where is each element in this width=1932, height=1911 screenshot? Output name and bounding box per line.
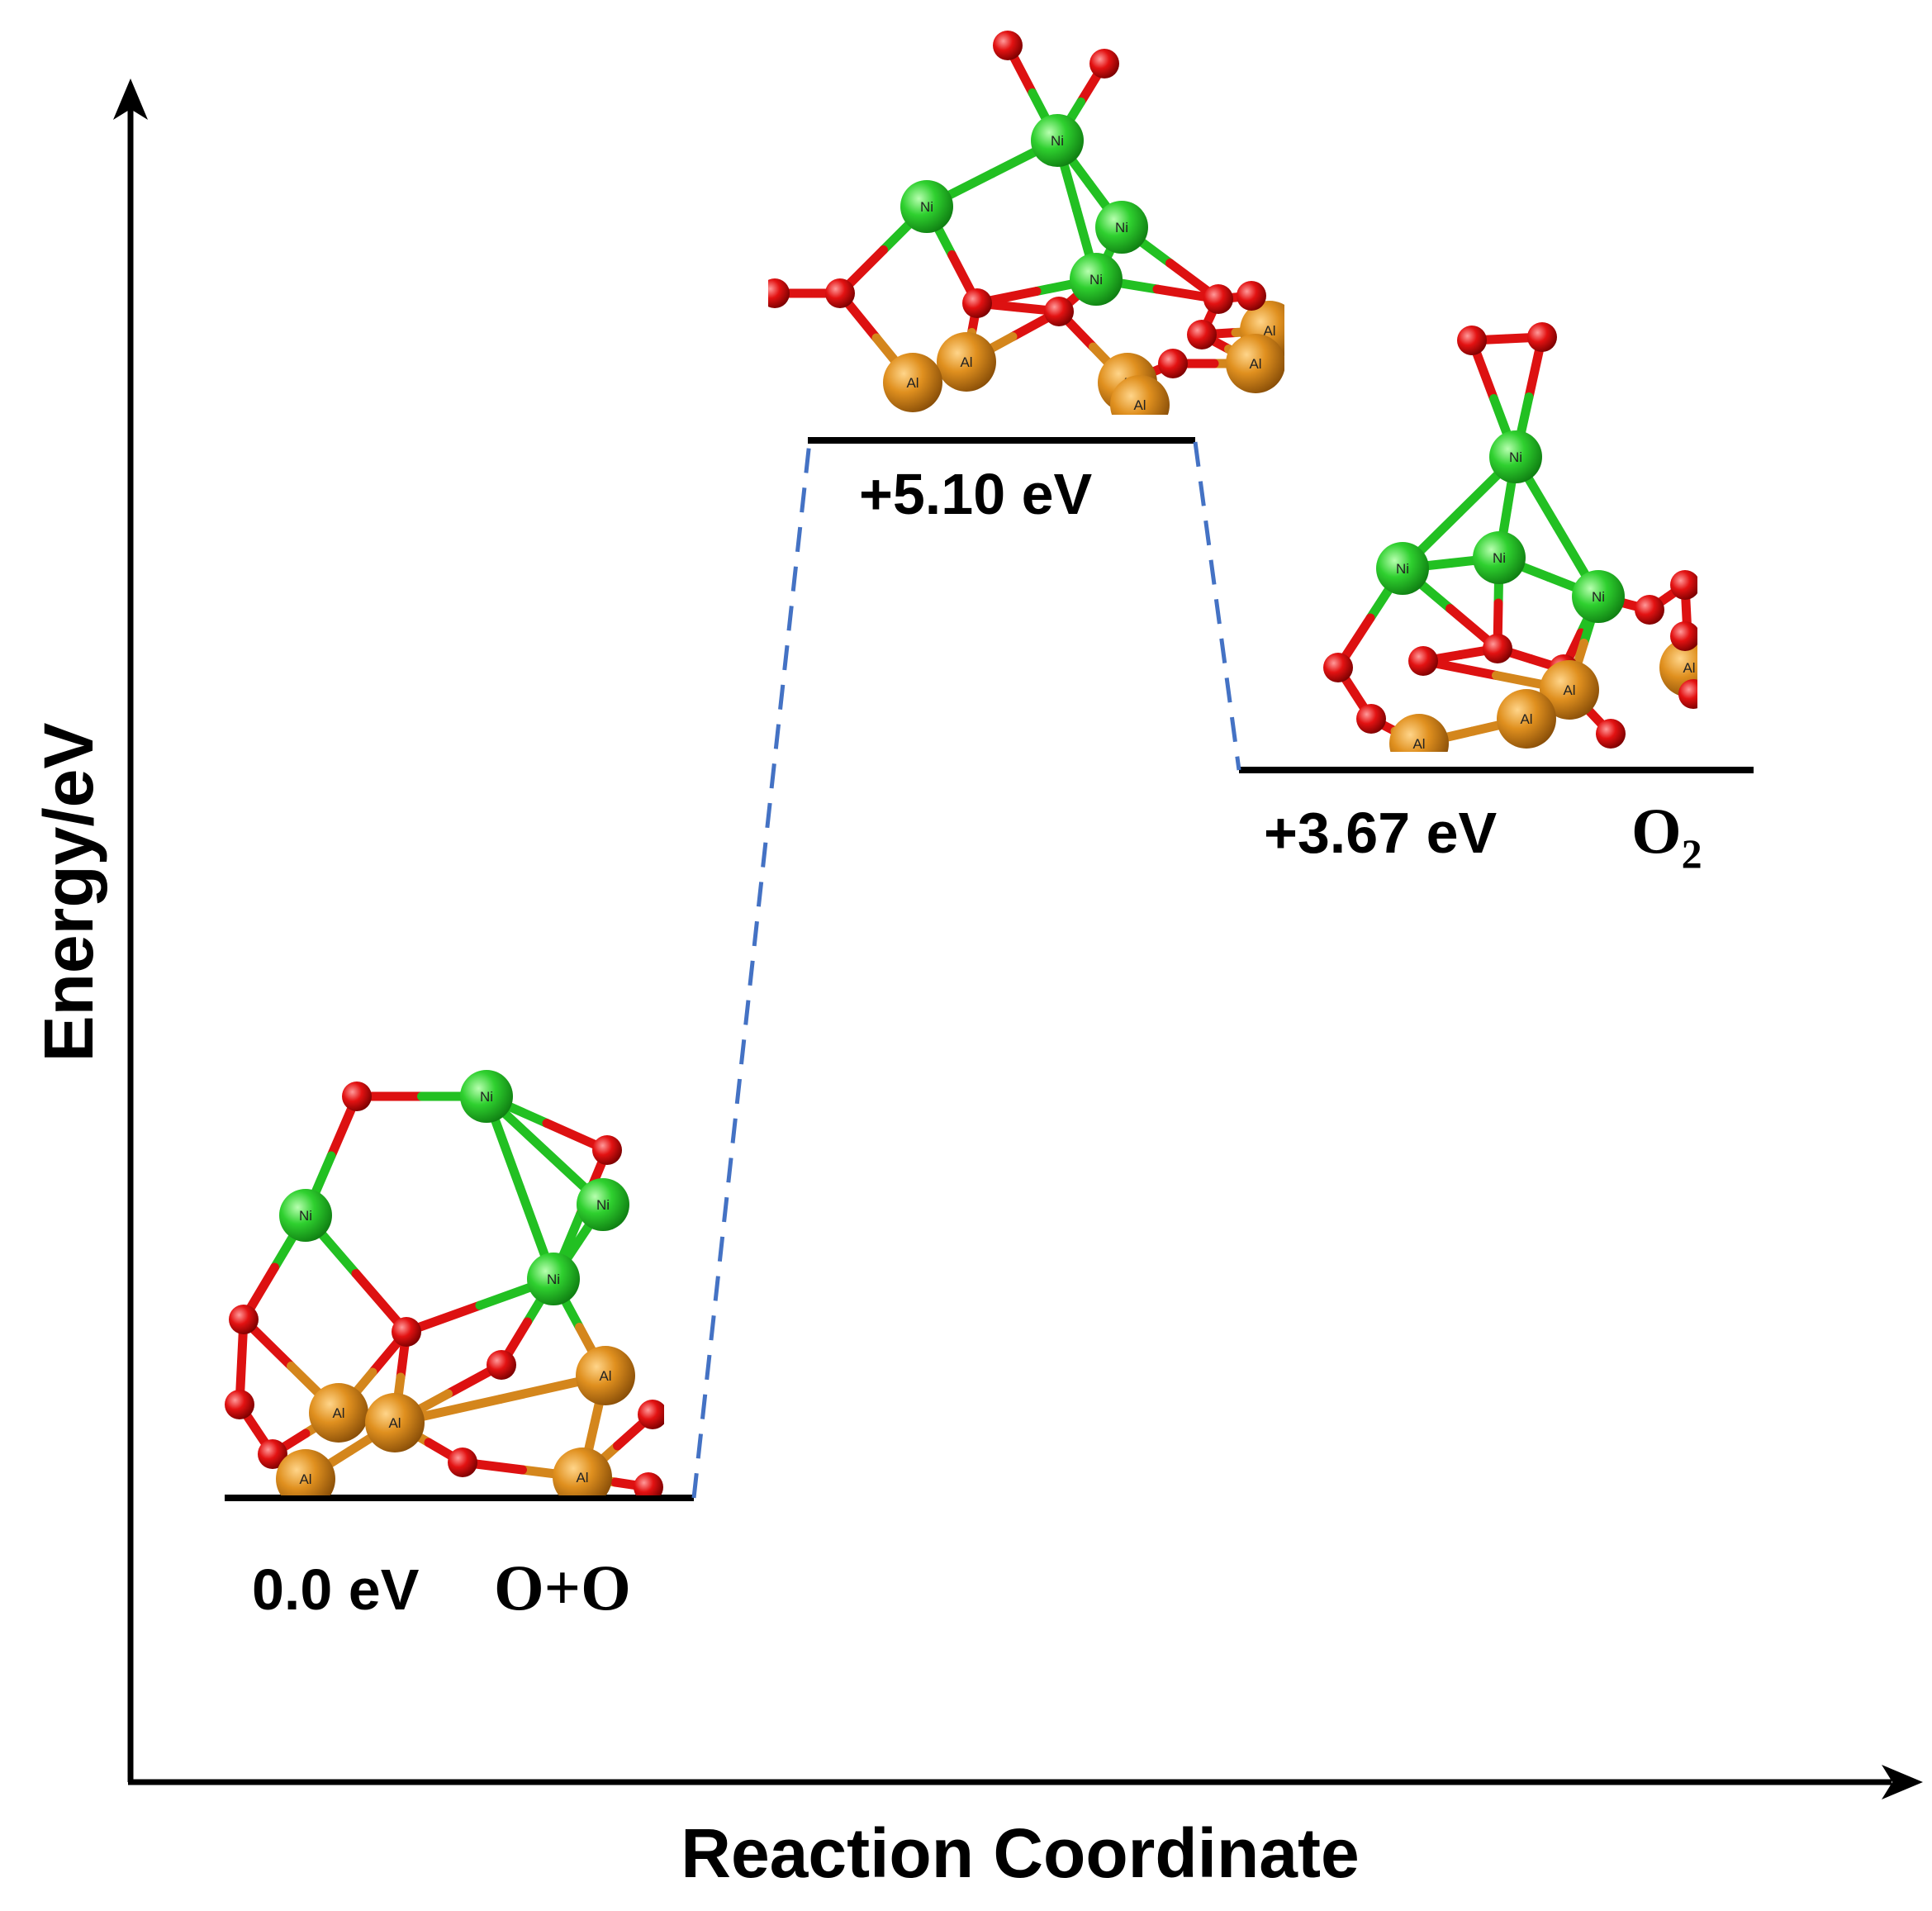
mol1-atom-label: Al [576,1470,588,1486]
mol3-atom-oxygen [1483,634,1512,663]
mol1-atom-label: Ni [547,1272,560,1287]
y-axis-label: Energy/eV [30,723,107,1062]
mol1-atom-label: Al [388,1415,401,1431]
mol2-atom-label: Al [1263,323,1275,339]
mol2-atom-label: Ni [1051,133,1064,149]
mol1-atom-oxygen [638,1400,664,1429]
mol2-atom-oxygen [962,288,992,318]
mol1-atom-oxygen [487,1350,516,1380]
mol3-atom-label: Ni [1592,589,1605,605]
mol2-atom-nickel [1095,201,1148,254]
mol3-atom-label: Ni [1509,449,1522,465]
mol2-atom-label: Al [1133,397,1146,413]
mol1-atom-nickel [527,1253,580,1305]
mol3-atom-nickel [1572,570,1625,623]
mol3-atom-oxygen [1596,719,1626,749]
mol3-atom-label: Ni [1493,550,1506,566]
mol2-atom-oxygen [825,278,855,308]
mol2-atom-nickel [900,180,953,233]
mol3-atom-oxygen [1678,679,1697,709]
species-label-2: O2 [1631,795,1702,877]
mol1-atom-nickel [460,1070,513,1123]
mol2-atom-oxygen [1203,284,1233,314]
energy-label-0: 0.0 eV [252,1557,420,1622]
mol3-atom-oxygen [1356,704,1386,734]
mol2-atom-label: Ni [920,199,933,215]
mol2-atom-label: Ni [1089,272,1103,288]
structure-state-1: NiNiNiNiAlAlAlAlAlAl [768,31,1284,415]
energy-label-2: +3.67 eV [1264,801,1497,865]
mol2-atom-oxygen [993,31,1023,60]
mol3-atom-nickel [1473,531,1526,584]
x-axis-label: Reaction Coordinate [681,1814,1359,1892]
mol2-atom-label: Al [1249,356,1261,372]
y-axis-arrowhead [113,78,148,120]
mol2-atom-oxygen [1187,320,1217,349]
mol1-atom-nickel [577,1178,629,1231]
mol1-atom-aluminum [365,1393,425,1452]
mol2-atom-aluminum [883,353,942,412]
mol2-atom-label: Ni [1115,220,1128,235]
mol2-atom-nickel [1070,253,1123,306]
mol2-atom-aluminum [1110,375,1170,415]
mol1-atom-oxygen [392,1317,421,1347]
mol2-atom-aluminum [1226,334,1284,393]
species-label-0: O+O [494,1552,631,1623]
mol3-atom-label: Al [1520,711,1532,727]
mol3-atom-oxygen [1457,326,1487,355]
mol3-atom-oxygen [1323,653,1353,682]
mol3-atom-nickel [1489,430,1542,483]
mol1-atom-oxygen [342,1081,372,1111]
mol1-atom-oxygen [634,1472,663,1495]
mol2-atom-oxygen [768,278,790,308]
mol1-atom-label: Al [599,1368,611,1384]
mol2-atom-oxygen [1158,349,1188,378]
connector-1-2 [1193,441,1241,771]
mol2-atom-aluminum [937,332,996,392]
mol3-atom-aluminum [1389,714,1449,752]
mol1-atom-label: Al [299,1471,311,1487]
mol1-atom-aluminum [576,1346,635,1405]
mol1-atom-aluminum [309,1383,368,1443]
mol1-atom-oxygen [229,1305,259,1334]
mol1-atom-oxygen [448,1448,477,1477]
mol3-atom-nickel [1376,542,1429,595]
mol1-atom-nickel [279,1189,332,1242]
mol3-atom-oxygen [1670,621,1697,651]
mol2-atom-label: Al [960,354,972,370]
mol1-atom-oxygen [592,1135,622,1165]
mol3-atom-label: Al [1412,736,1425,752]
mol1-atom-label: Ni [480,1089,493,1105]
mol3-atom-aluminum [1497,689,1556,749]
mol2-atom-label: Al [906,375,919,391]
mol3-atom-oxygen [1670,570,1697,600]
mol1-atom-aluminum [276,1449,335,1495]
mol3-atom-aluminum [1540,660,1599,720]
mol3-atom-oxygen [1408,646,1438,676]
mol2-atom-oxygen [1237,281,1266,311]
energy-label-1: +5.10 eV [859,462,1092,526]
mol3-atom-oxygen [1527,322,1557,352]
mol1-atom-label: Ni [596,1197,610,1213]
species-label-2-subscript: 2 [1682,830,1702,877]
mol3-atom-label: Ni [1396,561,1409,577]
mol1-atom-aluminum [553,1448,612,1495]
mol3-atom-label: Al [1563,682,1575,698]
x-axis-arrowhead [1882,1765,1923,1799]
mol2-atom-nickel [1031,114,1084,167]
mol2-atom-oxygen [1044,297,1074,326]
mol1-atom-oxygen [258,1439,287,1469]
mol1-atom-label: Al [332,1405,344,1421]
mol1-atom-label: Ni [299,1208,312,1224]
mol1-atom-oxygen [225,1390,254,1419]
connector-0-1 [691,441,812,1499]
mol2-atom-oxygen [1089,49,1119,78]
mol3-atom-oxygen [1635,595,1664,625]
mol3-atom-label: Al [1683,660,1695,676]
